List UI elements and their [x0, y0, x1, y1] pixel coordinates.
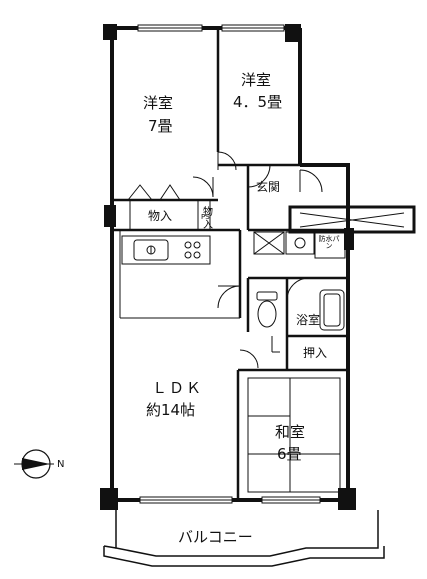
kitchen-counter: [121, 235, 211, 265]
room-western-7-name: 洋室: [143, 94, 174, 112]
room-waterproof-pan: 防水パン: [318, 235, 340, 251]
room-closet: 押入: [303, 346, 328, 360]
room-entrance: 玄関: [256, 180, 281, 194]
room-japanese-size: 6畳: [277, 445, 302, 463]
room-western-45-name: 洋室: [241, 71, 272, 89]
washbasin-icon: [271, 336, 280, 353]
bathtub-icon: [319, 289, 345, 331]
room-storage-1: 物入: [148, 209, 173, 223]
balcony-windows: [139, 496, 321, 504]
door-swing-icon: [127, 151, 323, 369]
tatami: [247, 377, 341, 493]
top-windows: [137, 24, 285, 32]
columns: [100, 24, 356, 510]
room-bath: 浴室: [296, 313, 321, 327]
interior-walls: [112, 28, 348, 500]
room-ps: PS: [201, 213, 210, 221]
room-japanese-name: 和室: [275, 423, 306, 441]
room-ldk-size: 約14帖: [146, 401, 196, 419]
stove-icon: [184, 241, 201, 259]
balcony: [103, 510, 385, 567]
room-storage-2: 物入: [203, 207, 213, 231]
room-western-7-size: 7畳: [148, 117, 173, 135]
compass-label: N: [57, 459, 65, 470]
room-ldk-name: ＬＤＫ: [152, 379, 204, 397]
toilet-icon: [256, 291, 278, 328]
entrance-fixtures: [253, 231, 346, 259]
room-western-45-size: 4．5畳: [233, 93, 283, 111]
thin-walls: [119, 200, 240, 319]
shoe-cabinet-icon: [288, 205, 416, 234]
compass-icon: [14, 449, 54, 479]
balcony-label: バルコニー: [178, 528, 253, 546]
